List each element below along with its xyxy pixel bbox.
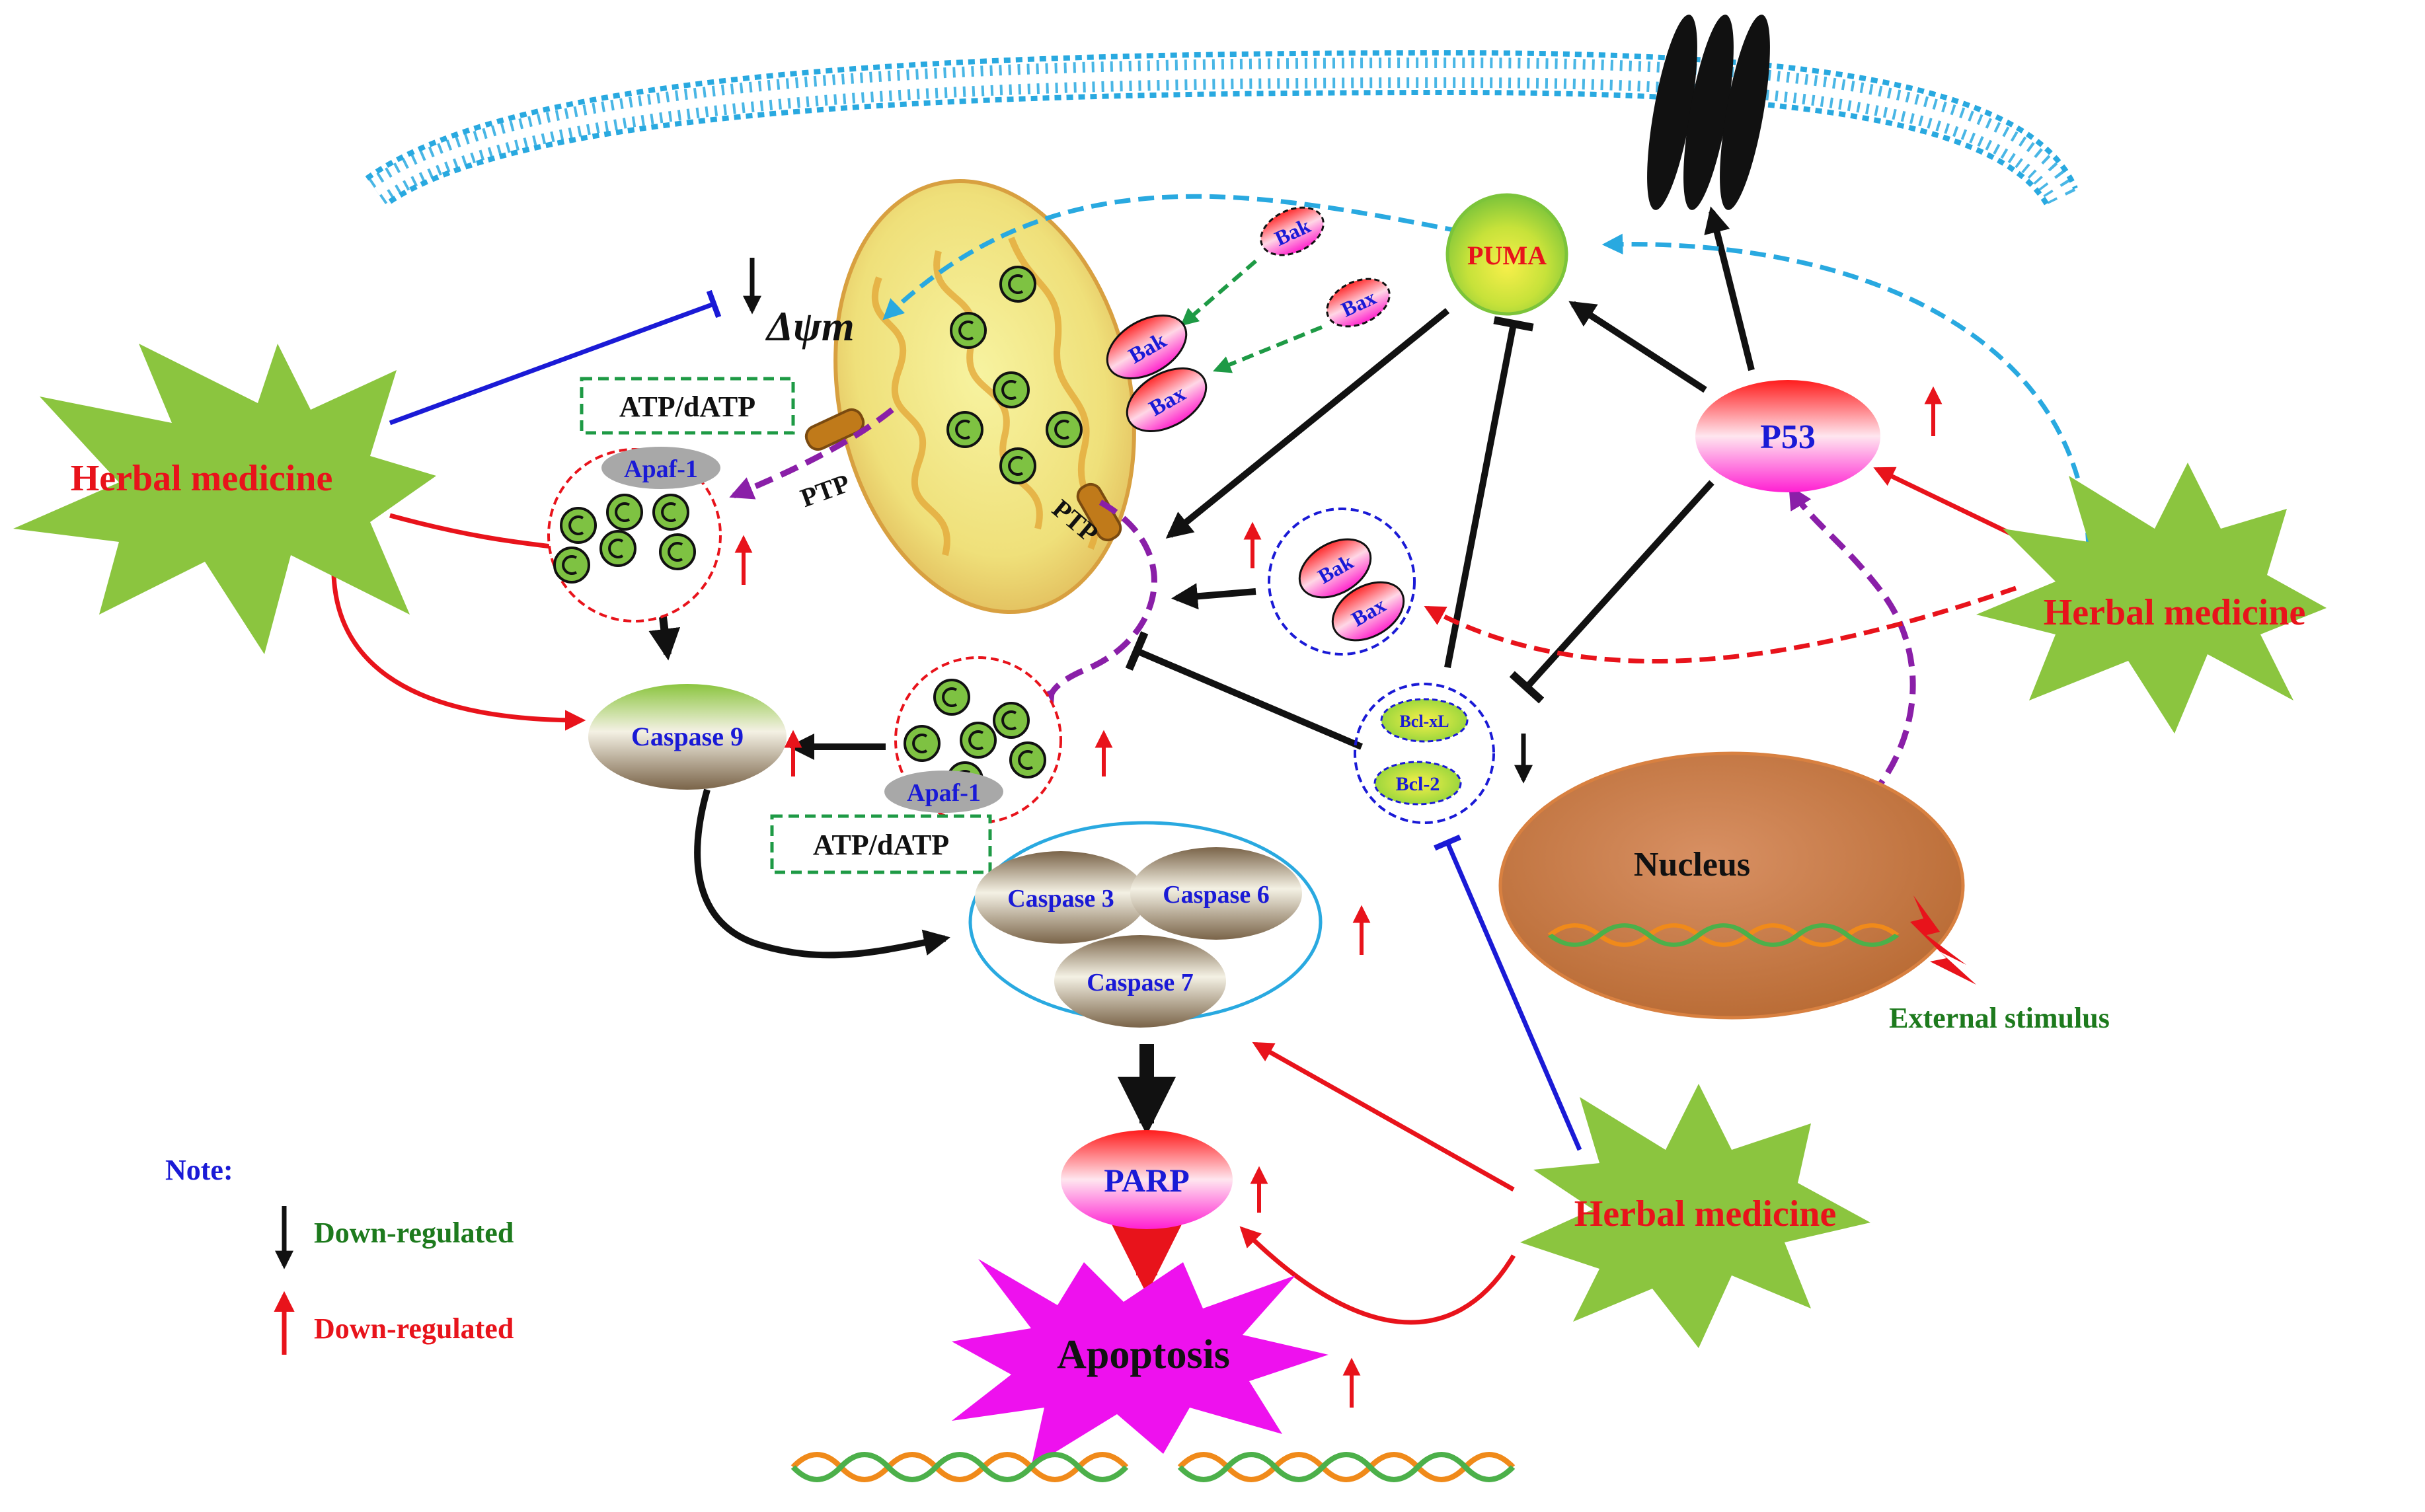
nucleus-label: Nucleus <box>1634 846 1750 884</box>
cytochrome-c-icon <box>946 411 983 448</box>
puma-node: PUMA <box>1445 193 1568 316</box>
bax-free: Bax <box>1326 278 1391 328</box>
cytochrome-c-icon <box>599 530 636 567</box>
dna-fragment-icon <box>1180 1455 1513 1480</box>
cell-membrane <box>365 50 2078 209</box>
cytochrome-c-icon <box>659 533 696 570</box>
parp-label: PARP <box>1104 1162 1190 1199</box>
legend-note-label: Note: <box>165 1154 233 1186</box>
herbal-bottom-label: Herbal medicine <box>1574 1193 1837 1234</box>
atp-bottom-label: ATP/dATP <box>813 829 949 861</box>
cytochrome-c-icon <box>999 266 1036 303</box>
p53-label: P53 <box>1760 418 1816 456</box>
p53-node: P53 <box>1695 380 1880 492</box>
herbal-medicine-bottom: Herbal medicine <box>1520 1084 1870 1348</box>
herbal-medicine-right: Herbal medicine <box>1976 463 2327 734</box>
cytochrome-c-icon <box>960 722 997 759</box>
bcl-2-label: Bcl-2 <box>1396 773 1440 795</box>
apaf1-top-label: Apaf-1 <box>624 455 698 483</box>
cytochrome-c-icon <box>1046 411 1083 448</box>
legend: Note: Down-regulated Down-regulated <box>165 1154 514 1355</box>
caspase-executioner-group: Caspase 3 Caspase 6 Caspase 7 <box>968 821 1323 1028</box>
parp-node: PARP <box>1061 1130 1233 1229</box>
cytochrome-c-icon <box>993 371 1030 408</box>
ptp-label-left: PTP <box>796 468 853 513</box>
bak-mito: Bak <box>1106 315 1188 379</box>
mitochondrion: PTP PTP <box>796 178 1136 615</box>
membrane-receptor <box>1647 15 1770 210</box>
cytochrome-c-icon <box>993 702 1030 739</box>
external-stimulus-label: External stimulus <box>1889 1002 2110 1034</box>
caspase-3-label: Caspase 3 <box>1007 885 1114 913</box>
cytochrome-c-icon <box>553 547 590 584</box>
legend-up-label: Down-regulated <box>314 1312 514 1345</box>
apaf1-bottom-label: Apaf-1 <box>907 779 981 807</box>
cytochrome-c-icon <box>1009 741 1046 778</box>
legend-down-label: Down-regulated <box>314 1217 514 1249</box>
bcl-cluster: Bcl-xL Bcl-2 <box>1354 683 1495 824</box>
cytochrome-c-icon <box>560 507 597 544</box>
atp-top-label: ATP/dATP <box>619 391 755 423</box>
caspase-7-label: Caspase 7 <box>1087 969 1194 997</box>
bcl-xl-label: Bcl-xL <box>1399 712 1449 731</box>
herbal-right-label: Herbal medicine <box>2044 592 2306 633</box>
cytochrome-c-icon <box>904 725 941 762</box>
dna-fragment-icon <box>793 1455 1126 1480</box>
herbal-left-label: Herbal medicine <box>71 458 333 499</box>
bax-mito: Bax <box>1126 367 1208 432</box>
caspase-6-label: Caspase 6 <box>1163 881 1270 909</box>
ptp-pore-left <box>804 408 865 451</box>
cytochrome-c-icon <box>652 494 689 531</box>
cytochrome-c-icon <box>933 679 970 716</box>
puma-label: PUMA <box>1467 241 1547 270</box>
cytochrome-c-icon <box>950 312 987 349</box>
caspase-9-label: Caspase 9 <box>631 722 744 751</box>
herbal-medicine-left: Herbal medicine <box>13 344 436 654</box>
upregulated-indicators <box>734 386 1943 1408</box>
cytochrome-c-icon <box>999 447 1036 484</box>
caspase-9-node: Caspase 9 <box>588 684 787 790</box>
bak-bax-cluster: Bak Bax <box>1268 508 1416 656</box>
membrane-potential-label: Δψm <box>765 303 855 350</box>
bak-free: Bak <box>1260 206 1325 256</box>
cytochrome-c-icon <box>606 494 643 531</box>
apoptosis-label: Apoptosis <box>1057 1332 1230 1377</box>
apoptosome-top: ATP/dATP Apaf-1 <box>547 377 795 623</box>
apoptosis-burst: Apoptosis <box>952 1259 1328 1467</box>
nucleus-node: Nucleus <box>1498 751 1965 1020</box>
apoptosome-bottom: Apaf-1 ATP/dATP <box>770 656 1062 874</box>
lightning-icon <box>1910 895 1976 985</box>
